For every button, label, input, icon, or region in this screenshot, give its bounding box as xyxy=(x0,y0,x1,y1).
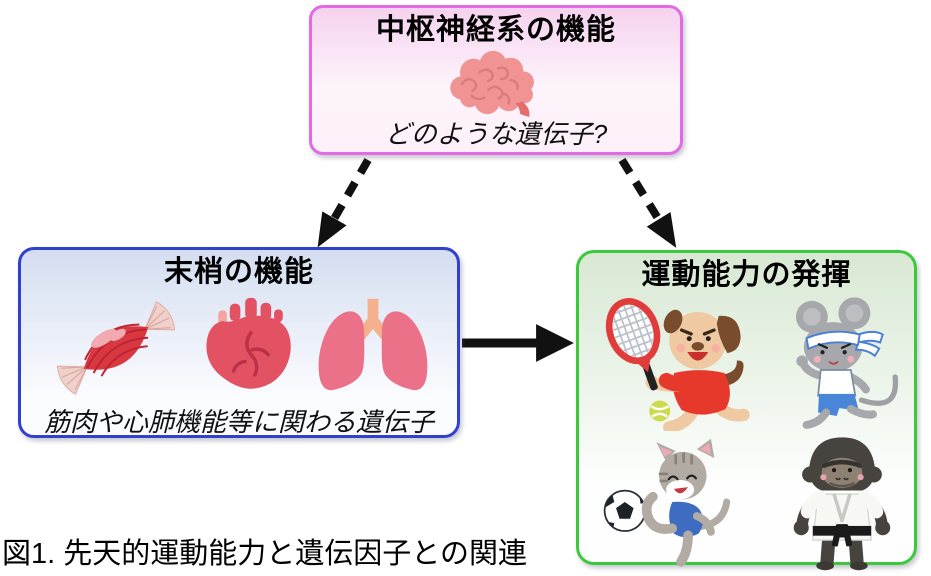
figure-caption: 図1. 先天的運動能力と遺伝因子との関連 xyxy=(2,538,527,570)
arrow-central-to-performance xyxy=(618,157,677,248)
central-box-subtitle: どのような遺伝子? xyxy=(384,119,608,149)
cat-soccer-icon xyxy=(604,438,731,567)
box-athletic-performance: 運動能力の発揮 xyxy=(576,250,917,571)
muscle-icon xyxy=(56,301,176,395)
box-peripheral-function: 末梢の機能 xyxy=(18,247,460,438)
dog-tennis-icon xyxy=(606,298,751,431)
lungs-icon xyxy=(318,298,428,391)
gorilla-judo-icon xyxy=(793,437,891,571)
performance-box-title: 運動能力の発揮 xyxy=(641,259,852,291)
central-box-title: 中枢神経系の機能 xyxy=(375,14,616,46)
arrow-central-to-peripheral xyxy=(317,158,372,248)
peripheral-box-title: 末梢の機能 xyxy=(163,256,314,288)
central-box-illustrations xyxy=(312,47,680,119)
box-central-nervous-system: 中枢神経系の機能 どのような xyxy=(309,5,683,155)
heart-icon xyxy=(206,297,291,389)
mouse-running-icon xyxy=(795,297,899,429)
brain-icon xyxy=(450,50,534,118)
peripheral-box-illustrations xyxy=(15,289,463,407)
peripheral-box-subtitle: 筋肉や心肺機能等に関わる遺伝子 xyxy=(43,407,434,437)
performance-box-illustrations xyxy=(579,292,914,572)
